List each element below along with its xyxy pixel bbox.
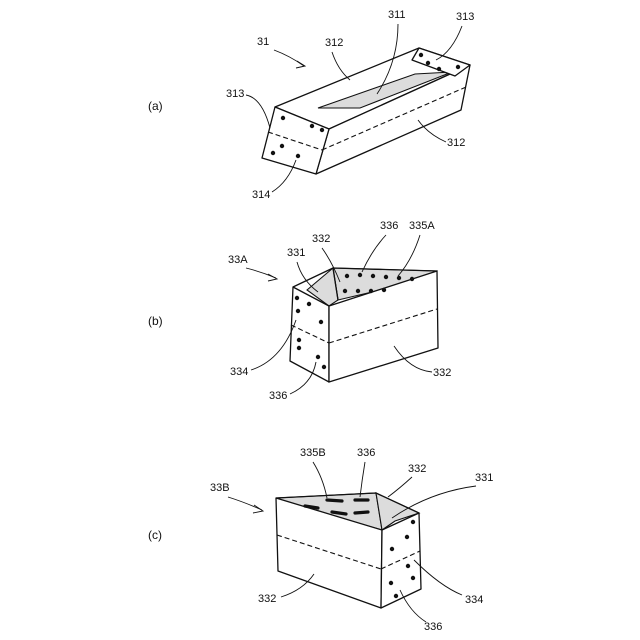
hole bbox=[419, 53, 423, 57]
panel-c-caption: (c) bbox=[148, 528, 162, 542]
hole bbox=[426, 61, 430, 65]
hole bbox=[390, 547, 394, 551]
hole bbox=[411, 576, 415, 580]
hole bbox=[343, 289, 347, 293]
label-box-33B: 33B bbox=[210, 482, 230, 494]
leader-33B bbox=[228, 497, 262, 510]
label-partition-335B: 335B bbox=[300, 447, 326, 459]
label-side-332-right: 332 bbox=[433, 367, 451, 379]
label-holes-336-bottom: 336 bbox=[269, 390, 287, 402]
leader-312-top bbox=[332, 52, 350, 80]
slot bbox=[327, 500, 342, 501]
slot bbox=[332, 512, 346, 514]
tray-end-313-right bbox=[412, 48, 470, 76]
leader-335B bbox=[313, 462, 327, 498]
label-box-31: 31 bbox=[257, 36, 269, 48]
label-end-313-left: 313 bbox=[226, 88, 244, 100]
label-end-334: 334 bbox=[230, 366, 248, 378]
hole bbox=[397, 276, 401, 280]
leader-336-top bbox=[362, 235, 386, 272]
hole bbox=[356, 289, 360, 293]
leader-33A bbox=[246, 268, 276, 278]
hole bbox=[322, 365, 326, 369]
leader-334 bbox=[251, 320, 296, 370]
label-bottom-311: 311 bbox=[388, 9, 406, 21]
panel-a-caption: (a) bbox=[148, 99, 163, 113]
label-holes-314: 314 bbox=[252, 189, 270, 201]
leader-332-top bbox=[388, 477, 412, 497]
hole bbox=[319, 320, 323, 324]
hole bbox=[271, 151, 275, 155]
hole bbox=[316, 355, 320, 359]
panel-b: (b) bbox=[148, 220, 451, 402]
hole bbox=[389, 581, 393, 585]
hole bbox=[382, 288, 386, 292]
hole bbox=[437, 67, 441, 71]
hole bbox=[297, 338, 301, 342]
label-holes-336-top: 336 bbox=[380, 220, 398, 232]
hole bbox=[310, 124, 314, 128]
hole bbox=[456, 65, 460, 69]
label-holes-336-top: 336 bbox=[357, 447, 375, 459]
panel-a: (a) bbox=[148, 9, 474, 201]
label-end-334: 334 bbox=[465, 594, 483, 606]
box-33A bbox=[290, 268, 438, 382]
hole bbox=[394, 594, 398, 598]
hole bbox=[369, 289, 373, 293]
label-side-332-top: 332 bbox=[408, 463, 426, 475]
leader-313-left bbox=[246, 95, 270, 128]
hole bbox=[406, 564, 410, 568]
hole bbox=[411, 520, 415, 524]
leader-31 bbox=[274, 50, 304, 66]
hole bbox=[296, 309, 300, 313]
label-box-33A: 33A bbox=[228, 254, 248, 266]
hole bbox=[405, 535, 409, 539]
hole bbox=[295, 296, 299, 300]
hole bbox=[297, 346, 301, 350]
hole bbox=[281, 116, 285, 120]
box-33B bbox=[276, 493, 421, 608]
panel-b-caption: (b) bbox=[148, 314, 163, 328]
hole bbox=[280, 144, 284, 148]
tray-31 bbox=[262, 48, 470, 174]
label-partition-335A: 335A bbox=[409, 220, 435, 232]
tray-end-313-left bbox=[262, 107, 329, 174]
label-side-312-right: 312 bbox=[447, 137, 465, 149]
hole bbox=[358, 273, 362, 277]
hole bbox=[345, 274, 349, 278]
panel-c: (c) bbox=[148, 447, 493, 633]
arrowhead-33B bbox=[253, 505, 263, 513]
slot bbox=[355, 512, 368, 513]
hole bbox=[307, 302, 311, 306]
label-bottom-331: 331 bbox=[287, 247, 305, 259]
hole bbox=[384, 275, 388, 279]
hole bbox=[320, 128, 324, 132]
hole bbox=[371, 274, 375, 278]
label-holes-336-bottom: 336 bbox=[424, 621, 442, 633]
hole bbox=[410, 277, 414, 281]
label-bottom-331: 331 bbox=[475, 472, 493, 484]
hole bbox=[296, 154, 300, 158]
label-end-313-right: 313 bbox=[456, 11, 474, 23]
label-side-312-top: 312 bbox=[325, 37, 343, 49]
slot bbox=[305, 506, 318, 508]
leader-336-top bbox=[360, 462, 365, 497]
label-side-332-top: 332 bbox=[312, 233, 330, 245]
label-side-332-left: 332 bbox=[258, 593, 276, 605]
